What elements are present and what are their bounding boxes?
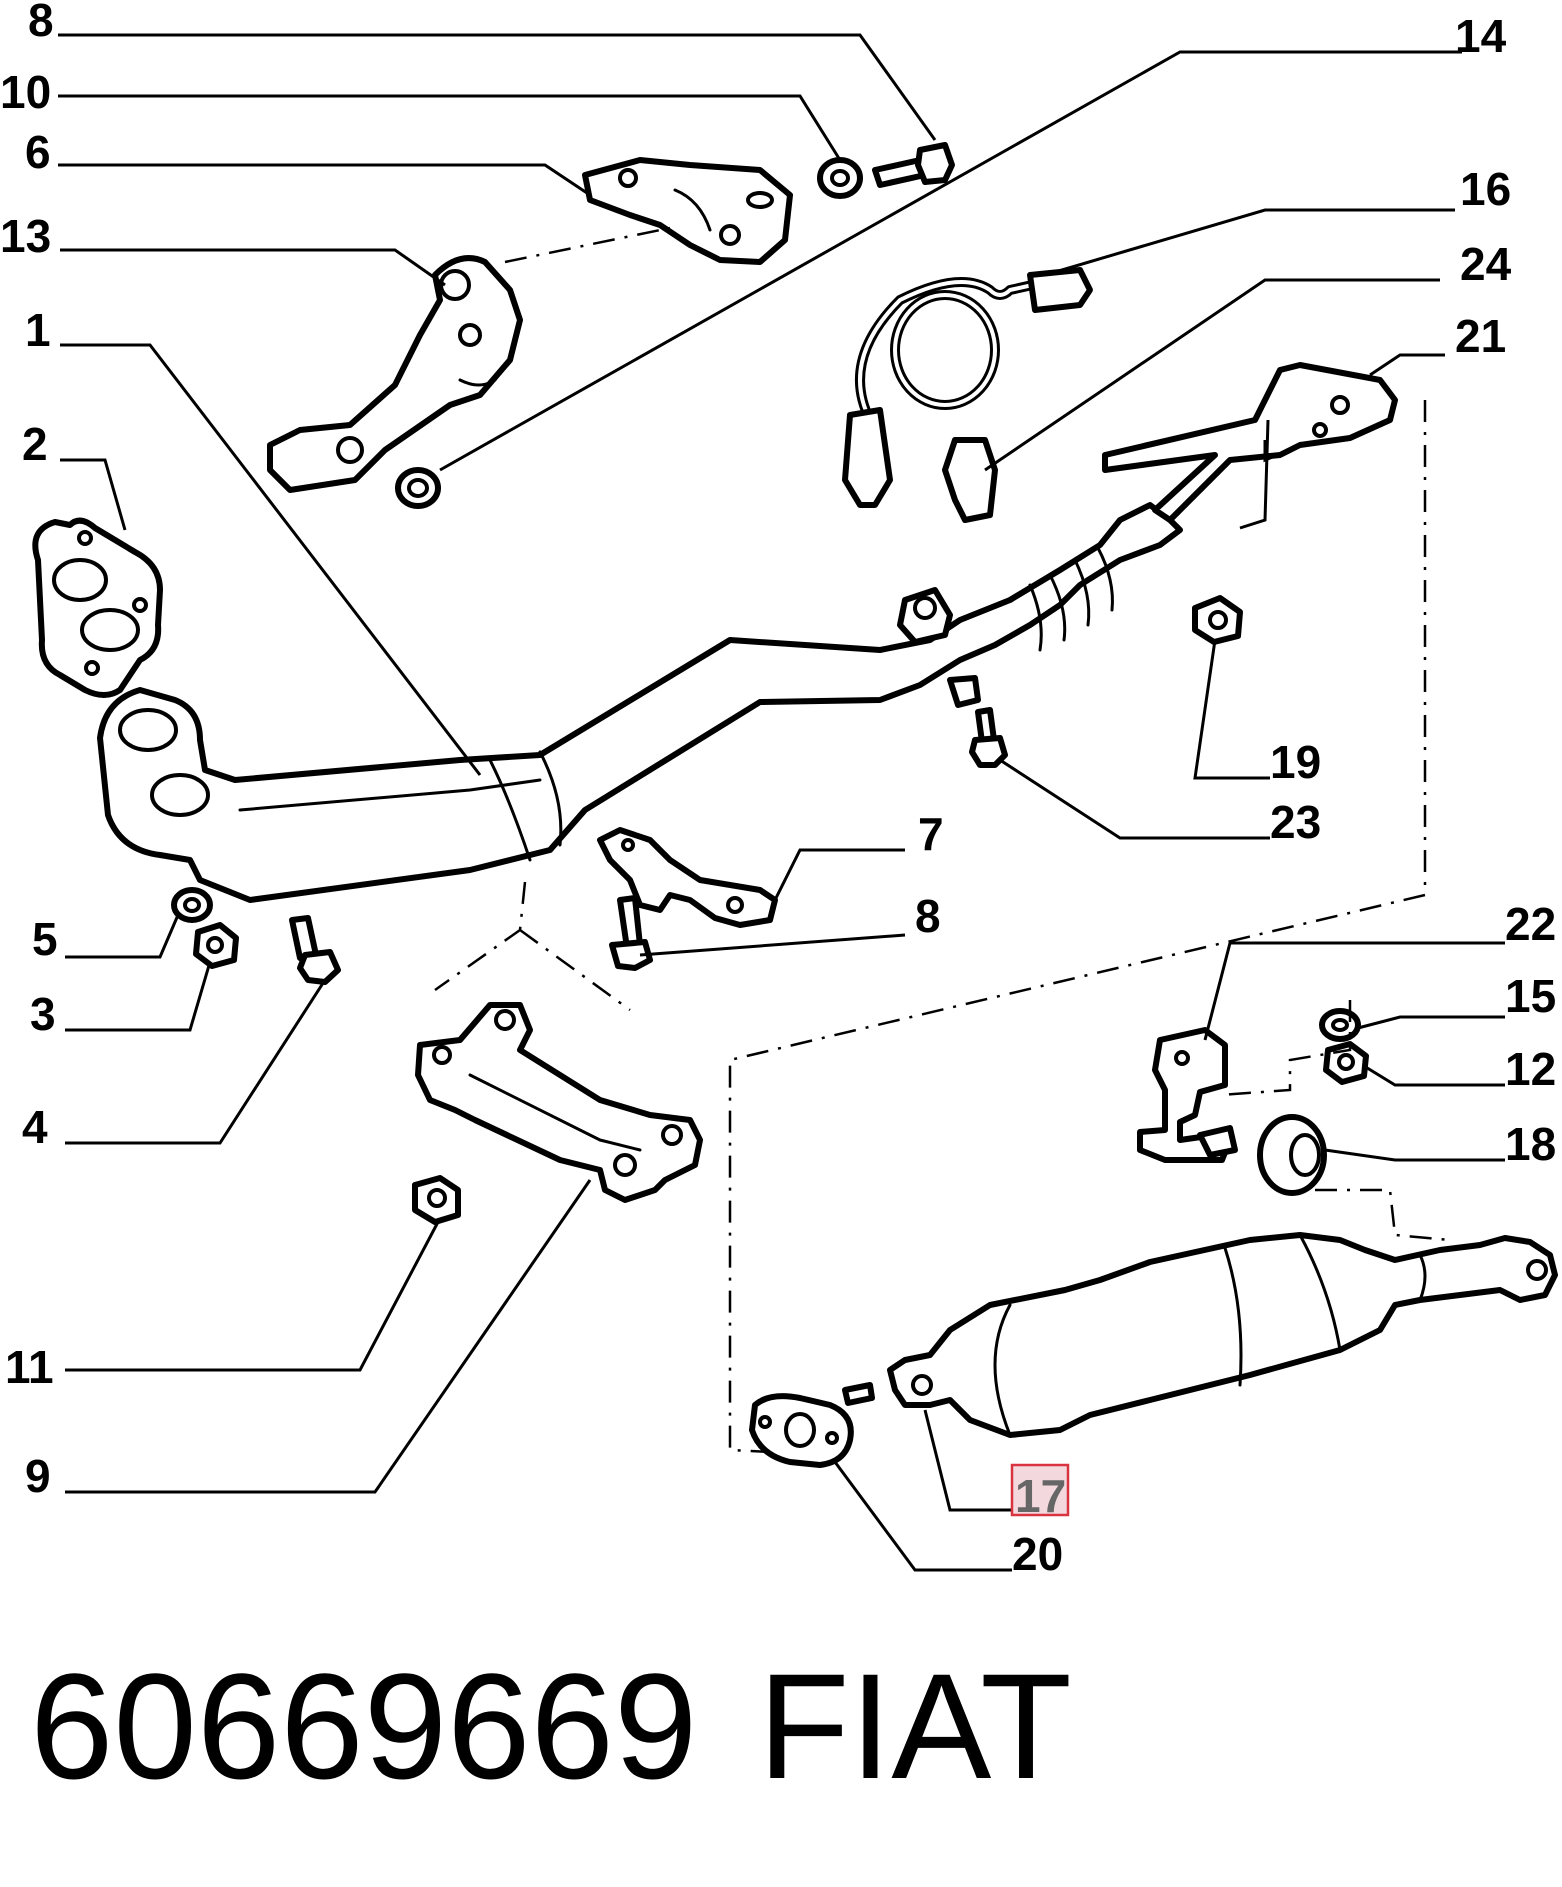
bolt-4-drawing [289, 915, 341, 985]
leader-lines [58, 33, 1505, 1572]
gasket-20-drawing [749, 1393, 854, 1468]
callout-23: 23 [1270, 796, 1321, 848]
stud-23-drawing [969, 707, 1008, 768]
washer-15-drawing [1319, 1008, 1361, 1042]
callout-16: 16 [1460, 163, 1511, 215]
assembly-lines [434, 226, 1451, 1454]
callout-3: 3 [30, 988, 56, 1040]
callout-1: 1 [25, 304, 51, 356]
nut-19-drawing [1192, 595, 1243, 645]
callout-11: 11 [5, 1341, 54, 1393]
callout-21: 21 [1455, 310, 1506, 362]
callout-12: 12 [1505, 1043, 1556, 1095]
callout-10: 10 [0, 66, 51, 118]
callout-labels: 8 10 6 13 1 2 14 16 24 21 19 23 7 8 5 3 … [0, 0, 1556, 1580]
manifold-gasket-drawing [32, 517, 163, 698]
callout-8-mid: 8 [915, 890, 941, 942]
shield-21-drawing [1102, 362, 1398, 523]
bracket-6-drawing [582, 157, 793, 265]
bolt-8-mid-drawing [609, 895, 653, 971]
callout-6: 6 [25, 126, 51, 178]
callout-22: 22 [1505, 898, 1556, 950]
callout-13: 13 [0, 210, 51, 262]
callout-7: 7 [918, 808, 944, 860]
callout-19: 19 [1270, 736, 1321, 788]
nut-11-drawing [412, 1175, 461, 1225]
washer-10-drawing [817, 157, 863, 199]
callout-4: 4 [22, 1101, 48, 1153]
callout-20: 20 [1012, 1528, 1063, 1580]
callout-18: 18 [1505, 1118, 1556, 1170]
clip-24-drawing [942, 437, 998, 523]
front-pipe-drawing [97, 502, 1183, 903]
bush-14-drawing [395, 467, 441, 509]
callout-24: 24 [1460, 238, 1512, 290]
support-9-drawing [415, 1002, 703, 1203]
callout-5: 5 [32, 913, 58, 965]
callout-2: 2 [22, 418, 48, 470]
callout-14: 14 [1455, 10, 1507, 62]
bolt-8-top-drawing [872, 142, 955, 188]
callout-9: 9 [25, 1450, 51, 1502]
callout-8-top: 8 [28, 0, 54, 46]
bracket-13-drawing [267, 255, 523, 493]
callout-17: 17 [1015, 1470, 1066, 1522]
lambda-sensor-drawing [842, 267, 1093, 508]
brand-name: FIAT [758, 1642, 1072, 1810]
nut-3-drawing [193, 922, 239, 969]
callout-15: 15 [1505, 970, 1556, 1022]
part-number: 60669669 [30, 1642, 697, 1810]
catalyst-17-drawing [842, 1232, 1558, 1438]
washer-5-drawing [171, 887, 213, 923]
rubber-mount-18-drawing [1257, 1114, 1327, 1196]
hanger-22-drawing [1137, 1027, 1238, 1163]
highlight-box-17 [1010, 1463, 1070, 1517]
